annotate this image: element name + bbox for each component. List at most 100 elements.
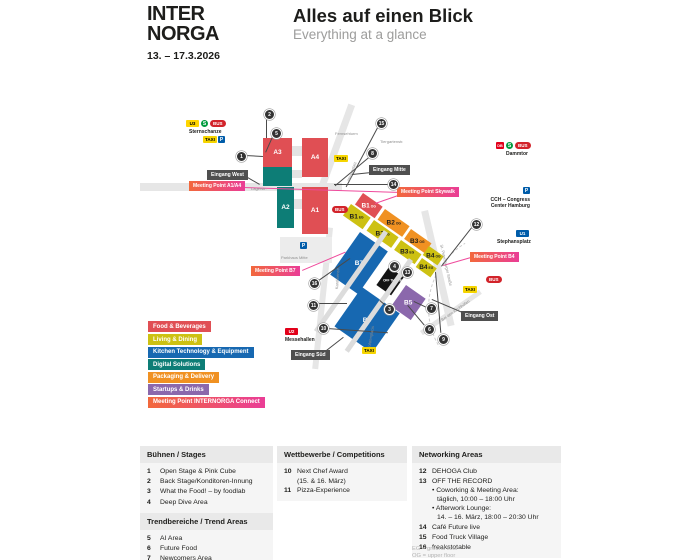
hall-a1: A1	[302, 187, 328, 234]
entrance-west: Eingang West	[207, 170, 248, 180]
bus-badge: BUS	[210, 120, 226, 127]
sbahn-icon: S	[201, 120, 208, 127]
hall-a2-label: A2	[281, 204, 290, 211]
parkhaus-building	[280, 237, 332, 263]
marker-line-11	[318, 303, 347, 304]
marker-1: 1	[236, 151, 247, 162]
marker-4: 4	[389, 261, 400, 272]
parking-icon: P	[218, 136, 225, 143]
floor-og: OG	[370, 204, 377, 209]
list-item-sub: (15. & 16. März)	[297, 478, 346, 486]
parking-icon: P	[300, 242, 307, 249]
legend-meeting-point-connect: Meeting Point INTERNORGA Connect	[148, 396, 265, 408]
hall-b3eg-label: B3	[400, 248, 410, 256]
section-header-networking: Networking Areas	[412, 446, 561, 463]
hall-b3og-label: B3	[410, 237, 419, 245]
list-item-bullet: • Afterwork Lounge:	[432, 505, 492, 512]
logo-line1: INTER	[147, 3, 205, 25]
floor-eg: EG	[359, 215, 364, 220]
station-dammtor: Dammtor	[506, 151, 528, 157]
floor-og: OG	[395, 221, 401, 226]
footnote-og: OG = upper floor	[412, 553, 456, 559]
station-stephansplatz: Stephansplatz	[497, 239, 531, 245]
section-header-competitions: Wettbewerbe / Competitions	[277, 446, 407, 463]
u1-badge: U1	[516, 230, 529, 237]
marker-12: 12	[471, 219, 482, 230]
legend-living-dining: Living & Dining	[148, 334, 202, 345]
hall-a3-label: A3	[273, 149, 282, 156]
meeting-point-skywalk: Meeting Point Skywalk	[397, 187, 459, 197]
station-sternschanze: Sternschanze	[189, 129, 222, 135]
internorga-logo: INTER NORGA	[147, 4, 219, 44]
marker-11: 11	[308, 300, 319, 311]
meeting-point-b4: Meeting Point B4	[470, 252, 519, 262]
legend-startups-drinks: Startups & Drinks	[148, 384, 209, 395]
cch-label: CCH – Congress Center Hamburg	[482, 197, 530, 209]
entrance-ost: Eingang Ost	[461, 311, 499, 321]
street-messeplatz: Messeplatz	[346, 160, 358, 182]
taxi-badge: TAXI	[203, 136, 217, 143]
floor-og: OG	[435, 254, 441, 259]
list-item-bullet: • Coworking & Meeting Area:	[432, 487, 519, 495]
hall-connector	[292, 170, 302, 178]
marker-6: 6	[424, 324, 435, 335]
entrance-mitte-line	[352, 172, 370, 175]
page-title: Alles auf einen Blick	[293, 5, 473, 26]
event-dates: 13. – 17.3.2026	[147, 50, 220, 62]
street-fernsehturm: Fernsehturm	[335, 131, 358, 136]
hall-a1-label: A1	[310, 207, 320, 214]
meeting-point-b7: Meeting Point B7	[251, 266, 300, 276]
marker-line-14	[334, 184, 389, 185]
marker-8: 8	[367, 148, 378, 159]
u2-badge: U2	[285, 328, 298, 335]
marker-10: 10	[318, 323, 329, 334]
list-item-bullet: 14. – 16. März, 18:00 – 20:30 Uhr	[437, 513, 539, 521]
marker-9: 9	[438, 334, 449, 345]
list-item-bullet: täglich, 10:00 – 18:00 Uhr	[437, 496, 515, 504]
station-messehallen: Messehallen	[285, 337, 315, 343]
street-lagerstr: Lagerstr.	[251, 186, 267, 191]
entrance-sued: Eingang Süd	[291, 350, 330, 360]
cch-line1: CCH – Congress	[490, 197, 530, 203]
u3-badge: U3	[186, 120, 199, 127]
taxi-badge: TAXI	[334, 155, 348, 162]
hall-b2og-label: B2	[386, 219, 395, 227]
marker-3: 3	[384, 304, 395, 315]
marker-line-2	[266, 118, 267, 138]
marker-line-1	[244, 155, 263, 157]
marker-14: 14	[388, 179, 399, 190]
meeting-point-a1a4: Meeting Point A1/A4	[189, 181, 246, 191]
street-tiergartenstr: Tiergartenstr.	[380, 139, 404, 144]
section-header-stages: Bühnen / Stages	[140, 446, 273, 463]
floor-eg: EG	[428, 266, 434, 271]
hall-a2: A2	[277, 187, 294, 228]
hall-a3-lower	[263, 167, 292, 186]
hall-connector	[292, 146, 302, 156]
marker-5: 5	[271, 128, 282, 139]
taxi-badge: TAXI	[362, 347, 376, 354]
marker-2: 2	[264, 109, 275, 120]
marker-13: 13	[402, 267, 413, 278]
hall-b4eg-label: B4	[419, 264, 428, 272]
bus-badge: BUS	[486, 276, 502, 283]
logo-line2: NORGA	[147, 23, 219, 45]
street-karolinenstr: Karolinenstr.	[334, 266, 341, 290]
floor-eg: EG	[410, 250, 415, 255]
legend-packaging-delivery: Packaging & Delivery	[148, 371, 220, 383]
parking-icon: P	[523, 187, 530, 194]
hall-a4-label: A4	[310, 154, 320, 161]
sbahn-icon: S	[506, 142, 513, 149]
